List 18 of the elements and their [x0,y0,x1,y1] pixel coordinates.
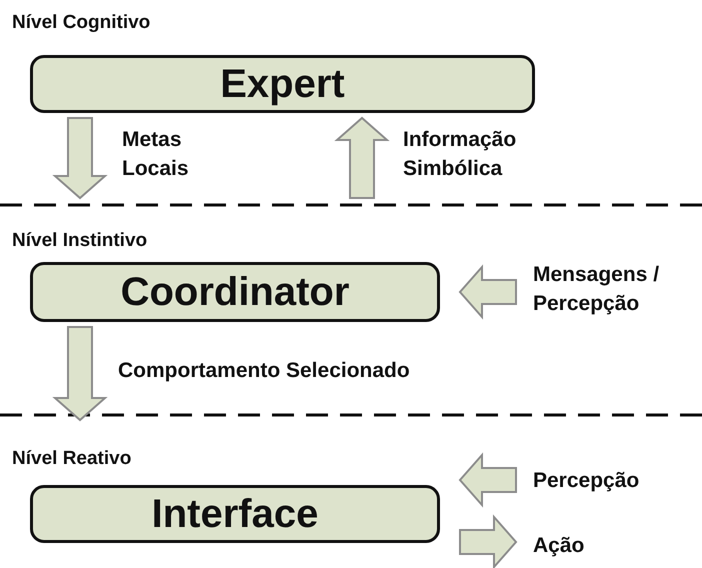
block-arrow [334,116,390,199]
block-arrow [52,326,108,422]
module-box: Coordinator [30,262,440,322]
edge-label: Mensagens / Percepção [533,262,660,318]
block-arrow [52,117,108,200]
edge-label: Metas Locais [122,127,190,182]
edge-label: Ação [533,533,586,559]
edge-label: Comportamento Selecionado [118,358,411,384]
module-box: Interface [30,485,440,543]
level-label: Nível Instintivo [12,230,148,252]
block-arrow [458,264,517,320]
edge-label: Percepção [533,468,640,494]
edge-label: Informação Simbólica [403,127,518,182]
block-arrow [459,514,518,568]
level-label: Nível Cognitivo [12,12,150,34]
block-arrow [458,452,517,508]
level-label: Nível Reativo [12,448,132,470]
module-box: Expert [30,55,535,113]
